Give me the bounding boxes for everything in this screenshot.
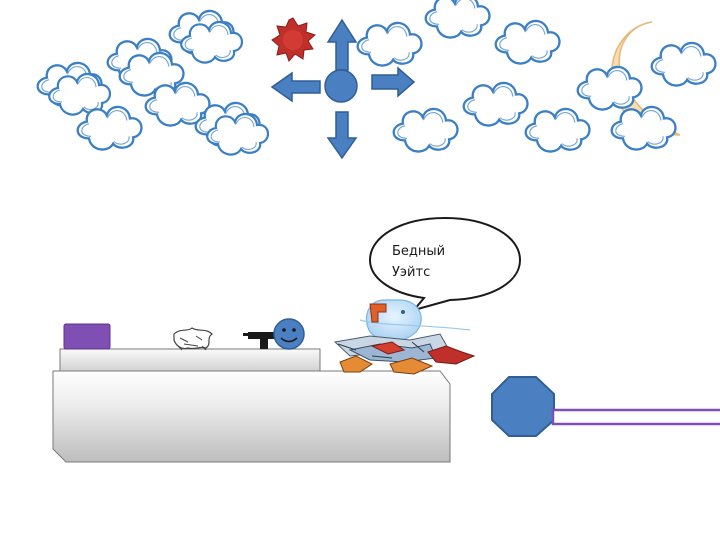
creature-sprite: [173, 327, 213, 351]
cloud-icon: [524, 107, 591, 153]
cloud-icon: [494, 19, 561, 65]
cloud-icon: [356, 21, 423, 67]
sun-icon: [271, 17, 316, 62]
cloud-icon: [424, 0, 491, 39]
center-button[interactable]: [324, 69, 358, 103]
arrow-right-icon[interactable]: [371, 66, 416, 98]
cloud-icon: [650, 41, 717, 87]
arrow-down-icon[interactable]: [326, 111, 358, 160]
speech-bubble: [368, 216, 522, 312]
purple-block: [63, 323, 111, 350]
arrow-left-icon[interactable]: [270, 71, 321, 103]
rail: [551, 408, 720, 426]
cloud-icon: [392, 107, 459, 153]
cloud-icon: [576, 65, 643, 111]
cloud-icon: [610, 105, 677, 151]
speech-bubble-text: Бедный Уэйтс: [392, 241, 492, 283]
ball[interactable]: [491, 376, 555, 437]
speech-line-2: Уэйтс: [392, 265, 431, 280]
cloud-icon: [76, 105, 143, 151]
arrow-up-icon[interactable]: [326, 18, 358, 71]
speech-line-1: Бедный: [392, 244, 446, 259]
smiley-icon[interactable]: [273, 318, 305, 350]
gun-icon: [243, 332, 274, 349]
platform: [52, 348, 451, 463]
cloud-icon: [462, 81, 529, 127]
ghost-character: [359, 299, 471, 342]
debris-pile: [333, 333, 476, 375]
